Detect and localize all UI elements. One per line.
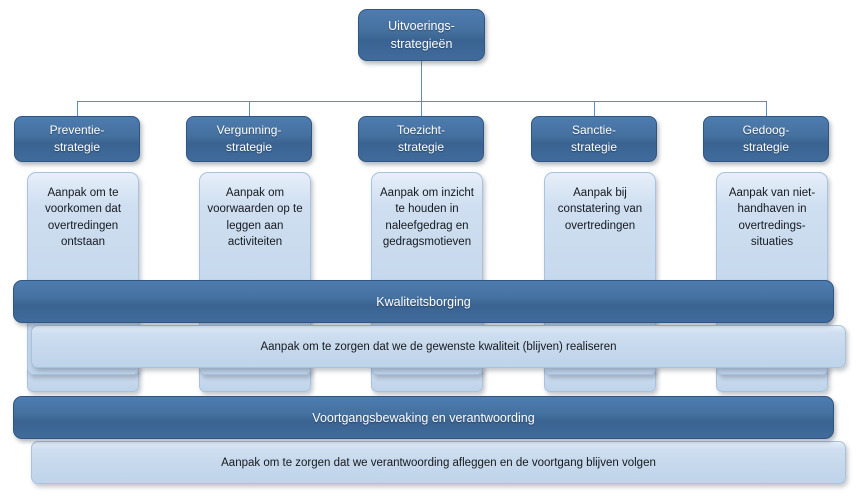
column-head-preventie-strategie[interactable]: Preventie- strategie [14,116,140,162]
root-node-uitvoeringsstrategieen[interactable]: Uitvoerings- strategieën [358,9,485,61]
band-subtitle-label-2: Aanpak om te zorgen dat we verantwoordin… [221,456,656,469]
band-title-label-1: Kwaliteitsborging [376,294,471,309]
band-subtitle-voortgangsbewaking[interactable]: Aanpak om te zorgen dat we verantwoordin… [31,441,846,484]
root-node-label: Uitvoerings- strategieën [388,18,455,51]
column-head-toezicht-strategie[interactable]: Toezicht- strategie [358,116,484,162]
connector-drop-4 [594,101,595,117]
connector-drop-1 [77,101,78,117]
band-title-label-2: Voortgangsbewaking en verantwoording [312,410,535,425]
connector-drop-3 [421,101,422,117]
band-title-kwaliteitsborging[interactable]: Kwaliteitsborging [13,280,834,323]
column-body-label-5: Aanpak van niet-handhaven in overtreding… [728,187,816,248]
column-head-sanctie-strategie[interactable]: Sanctie- strategie [531,116,657,162]
band-title-voortgangsbewaking[interactable]: Voortgangsbewaking en verantwoording [13,396,834,439]
band-subtitle-kwaliteitsborging[interactable]: Aanpak om te zorgen dat we de gewenste k… [31,325,846,368]
band-subtitle-label-1: Aanpak om te zorgen dat we de gewenste k… [260,340,617,353]
column-body-label-3: Aanpak om inzicht te houden in naleefged… [380,187,474,248]
column-body-label-4: Aanpak bij constatering van overtredinge… [557,187,643,232]
column-head-label-4: Sanctie- strategie [570,122,618,154]
column-head-gedoog-strategie[interactable]: Gedoog- strategie [703,116,829,162]
column-head-label-2: Vergunning- strategie [216,122,282,154]
connector-drop-2 [249,101,250,117]
connector-drop-5 [766,101,767,117]
column-head-label-3: Toezicht- strategie [396,122,446,154]
column-body-label-2: Aanpak om voorwaarden op te leggen aan a… [207,187,303,248]
column-body-label-1: Aanpak om te voorkomen dat overtredingen… [44,187,122,248]
column-head-label-1: Preventie- strategie [49,122,105,154]
connector-root-stem [421,61,422,101]
column-head-label-5: Gedoog- strategie [742,122,790,154]
column-head-vergunning-strategie[interactable]: Vergunning- strategie [186,116,312,162]
